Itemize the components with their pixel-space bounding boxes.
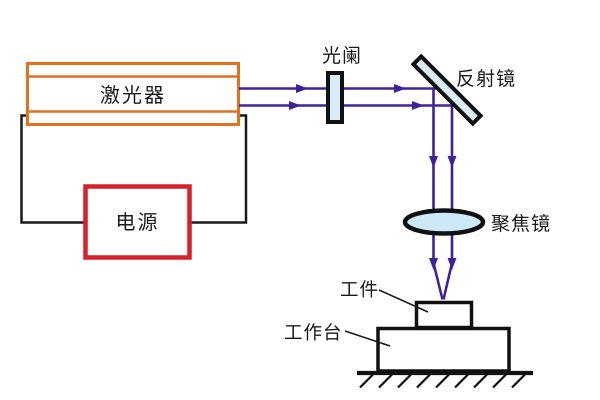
ground [357, 370, 533, 389]
power-box [83, 184, 192, 260]
beam-lines [239, 87, 457, 300]
beam-converge-right [442, 262, 454, 300]
arrow-right-icon [289, 101, 301, 110]
aperture-label: 光阑 [322, 45, 362, 67]
worktable-box [376, 326, 511, 373]
lens-label: 聚焦镜 [491, 213, 551, 235]
arrow-down-icon [429, 156, 438, 168]
lens-element [402, 208, 486, 236]
ground-hatching [359, 373, 526, 389]
arrow-right-icon [394, 84, 406, 93]
workpiece-box [414, 300, 474, 330]
laser-box [26, 62, 240, 126]
worktable-label: 工作台 [284, 323, 343, 344]
mirror-element [410, 53, 484, 127]
arrow-down-icon [429, 258, 438, 270]
workpiece-label: 工件 [340, 280, 379, 301]
power-label: 电源 [116, 210, 160, 234]
mirror-label: 反射镜 [456, 68, 516, 90]
beam-converge-left [432, 262, 444, 300]
laser-box-outline [26, 62, 240, 126]
arrow-right-icon [412, 101, 424, 110]
arrow-down-icon [447, 156, 457, 168]
worktable-leader-line [344, 330, 391, 347]
aperture-element [326, 71, 344, 124]
arrow-down-icon [447, 258, 457, 270]
arrow-right-icon [296, 84, 308, 93]
laser-label: 激光器 [100, 83, 166, 107]
workpiece-leader-line [378, 289, 429, 313]
beam-arrowheads [289, 84, 457, 270]
